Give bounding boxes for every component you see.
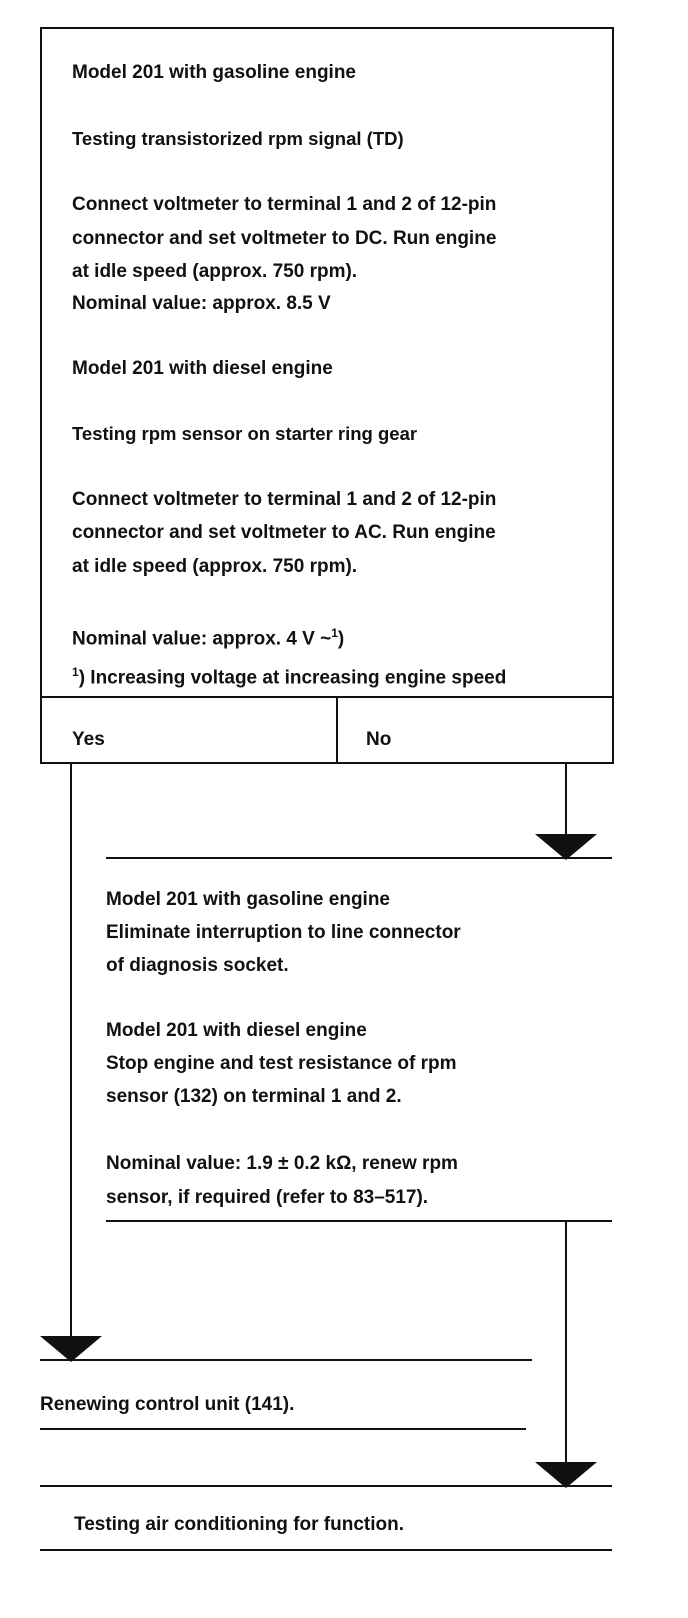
- yes-label: Yes: [72, 729, 105, 750]
- no-diesel-line-1: Model 201 with diesel engine: [106, 1020, 367, 1041]
- no-label: No: [366, 729, 392, 750]
- no-gasoline-line-2: Eliminate interruption to line connector: [106, 922, 461, 943]
- no-nominal-line-2: sensor, if required (refer to 83–517).: [106, 1187, 429, 1208]
- no-diesel-line-2: Stop engine and test resistance of rpm: [106, 1053, 457, 1074]
- dc-instruction-line-3: at idle speed (approx. 750 rpm).: [72, 261, 358, 282]
- no-branch-line: [565, 764, 567, 836]
- no-branch-arrow: [535, 834, 597, 860]
- no-box-top-rule: [106, 857, 612, 859]
- ac-nominal-value: Nominal value: approx. 4 V ~1): [72, 619, 344, 653]
- decision-row: [40, 696, 614, 764]
- continue-line: [565, 1221, 567, 1463]
- ac-nominal-suffix: ): [337, 628, 345, 650]
- no-diesel-line-3: sensor (132) on terminal 1 and 2.: [106, 1086, 402, 1107]
- final-step-text: Testing air conditioning for function.: [74, 1514, 405, 1535]
- ac-instruction-line-3: at idle speed (approx. 750 rpm).: [72, 556, 358, 577]
- dc-instruction-line-1: Connect voltmeter to terminal 1 and 2 of…: [72, 194, 497, 215]
- no-nominal-line-1: Nominal value: 1.9 ± 0.2 kΩ, renew rpm: [106, 1153, 458, 1174]
- no-box-bottom-rule: [106, 1220, 612, 1222]
- footnote: 1) Increasing voltage at increasing engi…: [72, 658, 506, 692]
- ac-instruction-line-1: Connect voltmeter to terminal 1 and 2 of…: [72, 489, 497, 510]
- no-gasoline-line-3: of diagnosis socket.: [106, 955, 289, 976]
- yes-result-text: Renewing control unit (141).: [40, 1394, 295, 1415]
- yes-result-top-rule: [40, 1359, 532, 1361]
- dc-instruction-line-2: connector and set voltmeter to DC. Run e…: [72, 228, 497, 249]
- final-top-rule: [40, 1485, 612, 1487]
- final-bottom-rule: [40, 1549, 612, 1551]
- footnote-sup: 1: [72, 665, 79, 679]
- yes-result-bottom-rule: [40, 1428, 526, 1430]
- model-diesel-label: Model 201 with diesel engine: [72, 358, 333, 379]
- footnote-text: ) Increasing voltage at increasing engin…: [78, 667, 507, 689]
- dc-nominal-value: Nominal value: approx. 8.5 V: [72, 293, 331, 314]
- test-sensor-title: Testing rpm sensor on starter ring gear: [72, 423, 418, 444]
- ac-nominal-sup: 1: [331, 626, 338, 640]
- decision-divider: [336, 696, 338, 764]
- yes-branch-arrow: [40, 1336, 102, 1362]
- yes-branch-line: [70, 764, 72, 1338]
- ac-instruction-line-2: connector and set voltmeter to AC. Run e…: [72, 522, 496, 543]
- continue-arrow: [535, 1462, 597, 1488]
- test-td-title: Testing transistorized rpm signal (TD): [72, 128, 404, 149]
- model-gasoline-label: Model 201 with gasoline engine: [72, 62, 356, 83]
- ac-nominal-prefix: Nominal value: approx. 4 V ~: [72, 628, 332, 650]
- no-gasoline-line-1: Model 201 with gasoline engine: [106, 889, 390, 910]
